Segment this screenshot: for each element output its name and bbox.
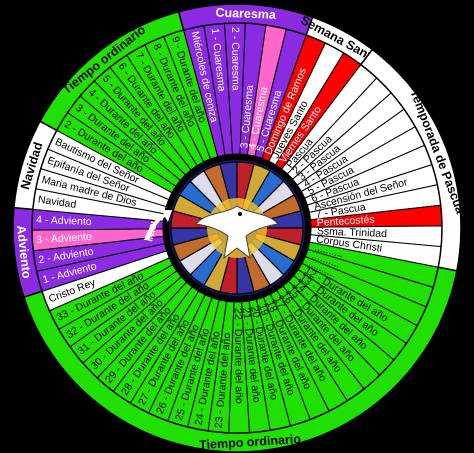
week-label: Navidad	[37, 194, 77, 211]
week-label: 22 - Durante del año	[232, 308, 245, 404]
dove-eye-icon	[238, 212, 242, 216]
week-label: 4 - Adviento	[36, 214, 92, 228]
dove-icon	[195, 205, 279, 260]
week-label: Ssma. Trinidad	[317, 225, 388, 240]
week-label: Pentecostés	[316, 214, 374, 229]
week-label: 2 - Cuaresma	[229, 27, 242, 91]
season-label: Tiempo ordinario	[199, 432, 302, 452]
stained-glass-window	[163, 154, 311, 302]
season-segment	[23, 266, 458, 453]
season-label: Adviento	[14, 225, 34, 280]
season-label: Cuaresma	[215, 5, 277, 21]
start-arrow-icon	[144, 210, 172, 240]
week-label: 3 - Adviento	[36, 231, 92, 246]
